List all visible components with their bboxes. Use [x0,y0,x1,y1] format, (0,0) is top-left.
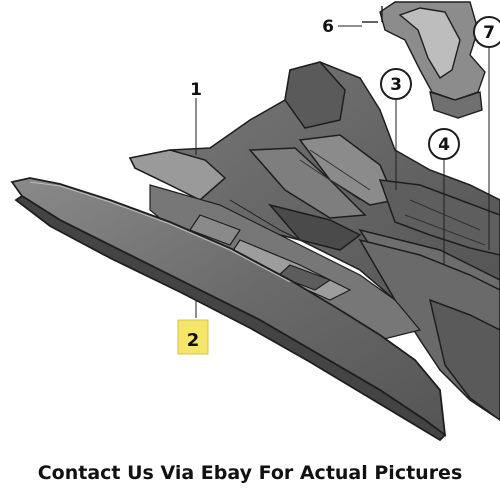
callout-label-6: 6 [322,17,334,37]
right-trim-panel [358,238,500,421]
callout-label-3: 3 [390,75,402,95]
callout-label-2: 2 [187,330,200,351]
callout-label-1: 1 [190,80,202,100]
callout-label-7: 7 [483,23,495,43]
callout-1: 1 [190,80,202,100]
callout-2-highlight [177,319,209,355]
callout-label-4: 4 [438,135,450,155]
callout-6: 6 [322,17,362,37]
left-side-trim-panel [10,177,447,442]
caption-text: Contact Us Via Ebay For Actual Pictures [37,462,463,484]
bracket-part [362,1,486,119]
callout-7: 7 [473,16,500,48]
leader-lines [195,48,490,318]
callout-2: 2 [177,319,209,355]
callout-3: 3 [380,68,412,100]
callout-4: 4 [428,128,460,160]
